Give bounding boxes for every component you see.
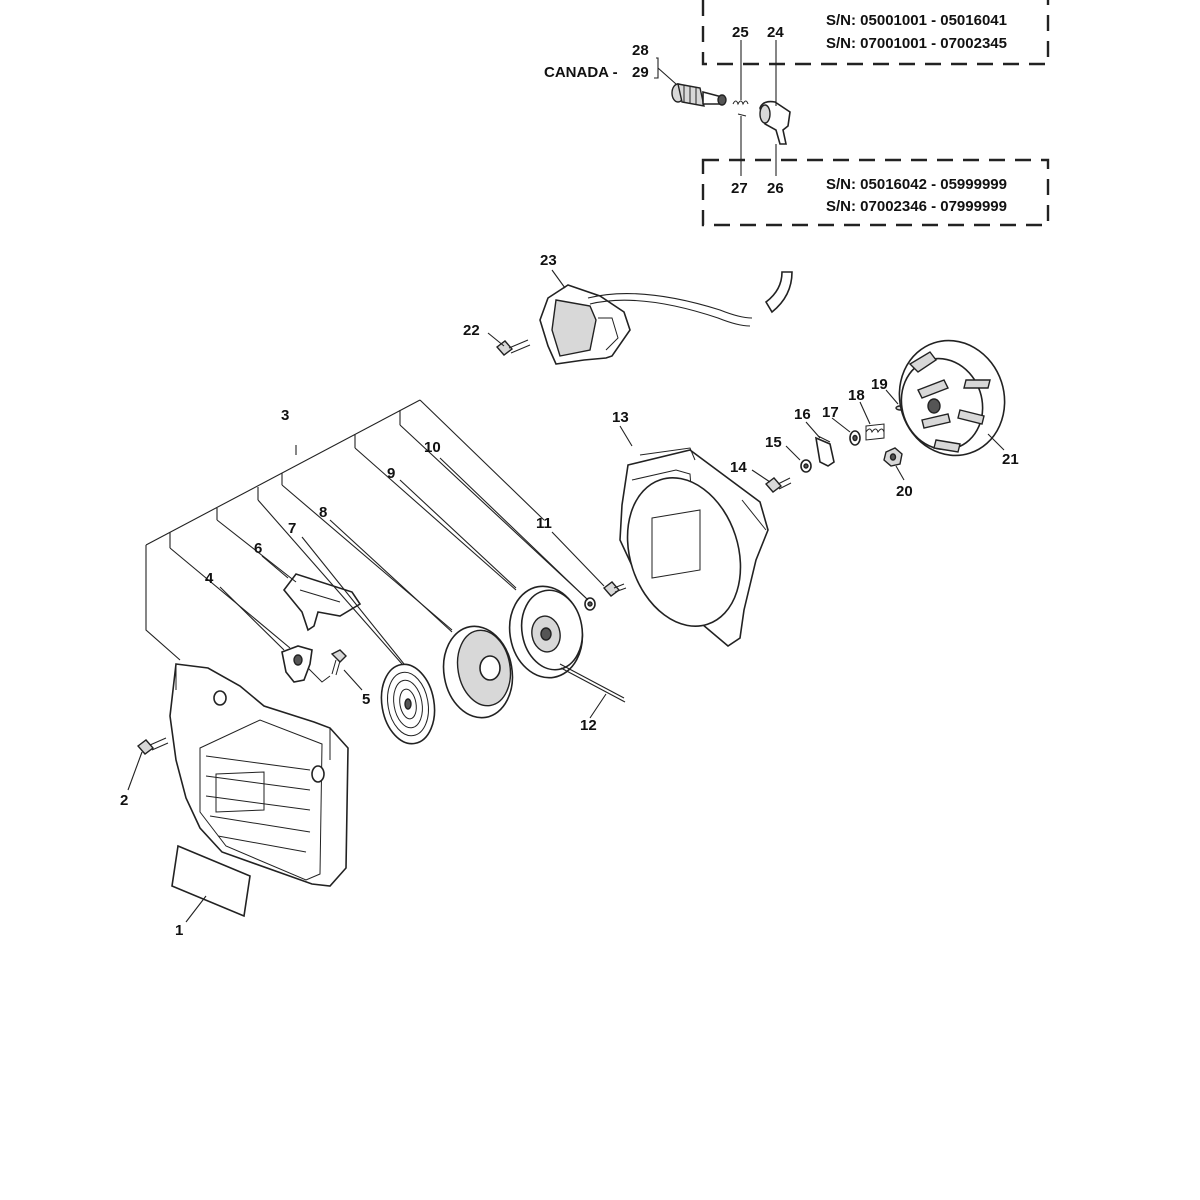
part-24-26-choke-knob [759, 100, 791, 145]
callout-29: 29 [632, 64, 649, 81]
serial-box-top-line2: S/N: 07001001 - 07002345 [826, 35, 1007, 52]
part-15-washer [800, 459, 812, 473]
callout-28: 28 [632, 42, 649, 59]
serial-box-top: S/N: 05001001 - 05016041 S/N: 07001001 -… [701, 0, 1050, 66]
callout-9: 9 [387, 465, 395, 482]
callout-25: 25 [732, 24, 749, 41]
part-22-screw [495, 339, 531, 356]
part-13-fan-housing [619, 447, 769, 647]
part-11-screw [602, 581, 627, 597]
callout-14: 14 [730, 459, 747, 476]
canada-label: CANADA - [544, 64, 618, 81]
part-25-spring [732, 100, 749, 106]
callout-2: 2 [120, 792, 128, 809]
part-16-bracket [814, 435, 835, 467]
part-12-rope [559, 663, 626, 703]
callout-15: 15 [765, 434, 782, 451]
serial-box-top-line1: S/N: 05001001 - 05016041 [826, 12, 1007, 29]
callout-22: 22 [463, 322, 480, 339]
callout-4: 4 [205, 570, 214, 587]
callout-6: 6 [254, 540, 262, 557]
serial-box-bottom-line1: S/N: 05016042 - 05999999 [826, 176, 1007, 193]
part-17-washer [849, 430, 861, 446]
callout-5: 5 [362, 691, 370, 708]
callout-12: 12 [580, 717, 597, 734]
callout-8: 8 [319, 504, 327, 521]
callout-26: 26 [767, 180, 784, 197]
part-6-starter-handle [282, 573, 362, 632]
part-27-pin [737, 113, 747, 117]
part-8-spring-housing [442, 625, 514, 719]
part-10-washer [584, 597, 596, 611]
callout-3: 3 [281, 407, 289, 424]
callout-labels: CANADA - 28 29 25 24 27 26 23 22 3 10 9 … [120, 24, 1019, 939]
callout-1: 1 [175, 922, 183, 939]
callout-13: 13 [612, 409, 629, 426]
part-23-ignition-module [539, 271, 793, 365]
serial-box-bottom-line2: S/N: 07002346 - 07999999 [826, 198, 1007, 215]
part-18-spring [865, 423, 885, 441]
part-1-decal [171, 844, 251, 918]
part-21-flywheel [898, 339, 1006, 457]
part-3-starter-cover [169, 663, 349, 887]
callout-19: 19 [871, 376, 888, 393]
callout-23: 23 [540, 252, 557, 269]
callout-21: 21 [1002, 451, 1019, 468]
callout-17: 17 [822, 404, 839, 421]
part-5-screw [330, 649, 347, 676]
callout-20: 20 [896, 483, 913, 500]
callout-11: 11 [536, 515, 552, 532]
leader-lines [127, 40, 1005, 923]
part-14-screw [764, 477, 792, 493]
part-9-pulley [508, 585, 584, 679]
part-20-nut [883, 447, 903, 467]
callout-24: 24 [767, 24, 784, 41]
callout-10: 10 [424, 439, 441, 456]
part-28-29-switch-shaft [671, 83, 727, 107]
callout-27: 27 [731, 180, 748, 197]
part-2-screw [136, 737, 169, 755]
callout-7: 7 [288, 520, 296, 537]
part-7-recoil-spring [380, 663, 436, 745]
callout-18: 18 [848, 387, 865, 404]
callout-16: 16 [794, 406, 811, 423]
part-4-rope-guide [281, 645, 331, 683]
serial-box-bottom: S/N: 05016042 - 05999999 S/N: 07002346 -… [701, 158, 1050, 227]
